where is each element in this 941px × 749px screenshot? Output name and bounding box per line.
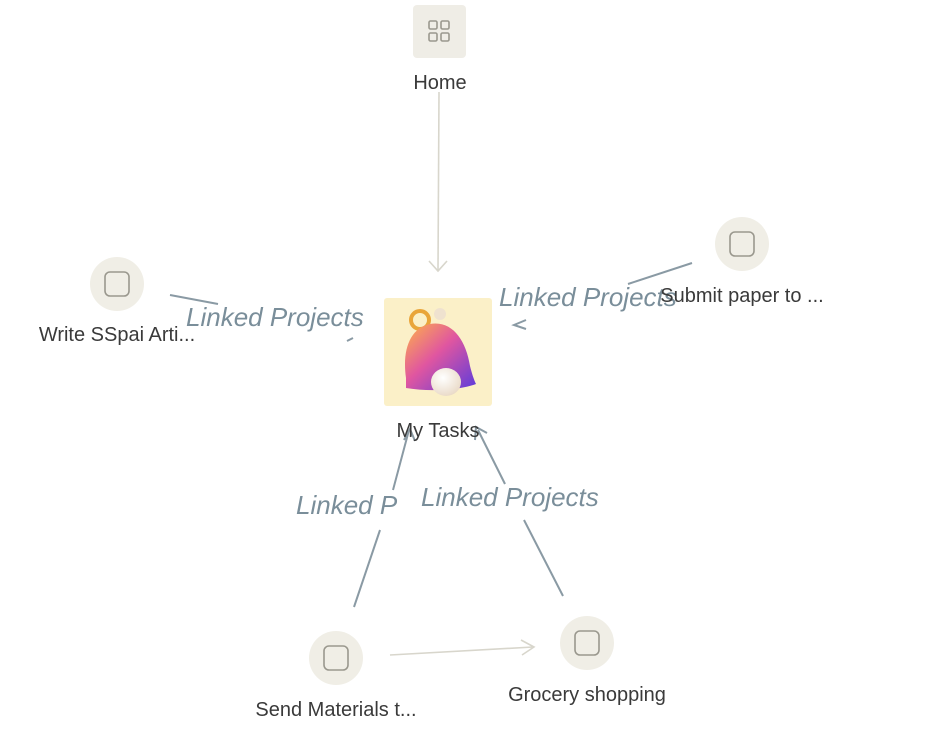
edge-send-materials-to-my-tasks: Linked P	[296, 426, 416, 608]
node-send-materials[interactable]: Send Materials t...	[255, 631, 417, 721]
edge-submit-paper-to-my-tasks: Linked Projects	[499, 262, 693, 330]
grid-icon	[428, 20, 450, 42]
edge-label-send-materials: Linked P	[296, 490, 398, 520]
node-submit-paper[interactable]: Submit paper to ...	[660, 217, 824, 307]
node-grocery[interactable]: Grocery shopping	[508, 616, 666, 706]
edge-write-sspai-to-my-tasks: Linked Projects	[169, 294, 364, 342]
square-icon	[574, 630, 600, 656]
node-label-write-sspai: Write SSpai Arti...	[39, 324, 195, 346]
square-icon	[729, 231, 755, 257]
edge-grocery-to-my-tasks: Linked Projects	[421, 425, 599, 597]
node-label-my-tasks: My Tasks	[397, 420, 480, 442]
edge-label-write-sspai: Linked Projects	[186, 302, 364, 332]
node-my-tasks[interactable]: My Tasks	[384, 298, 492, 442]
bell-icon	[405, 308, 476, 396]
edge-label-grocery: Linked Projects	[421, 482, 599, 512]
square-icon	[323, 645, 349, 671]
square-icon	[104, 271, 130, 297]
node-label-submit-paper: Submit paper to ...	[660, 285, 823, 307]
edge-send-materials-to-grocery	[389, 639, 536, 656]
node-label-home: Home	[413, 72, 466, 94]
node-home[interactable]: Home	[413, 5, 467, 94]
edge-label-submit-paper: Linked Projects	[499, 282, 677, 312]
node-label-send-materials: Send Materials t...	[255, 699, 416, 721]
edge-home-to-my-tasks	[428, 91, 448, 273]
node-write-sspai[interactable]: Write SSpai Arti...	[39, 257, 195, 346]
node-label-grocery: Grocery shopping	[508, 684, 666, 706]
